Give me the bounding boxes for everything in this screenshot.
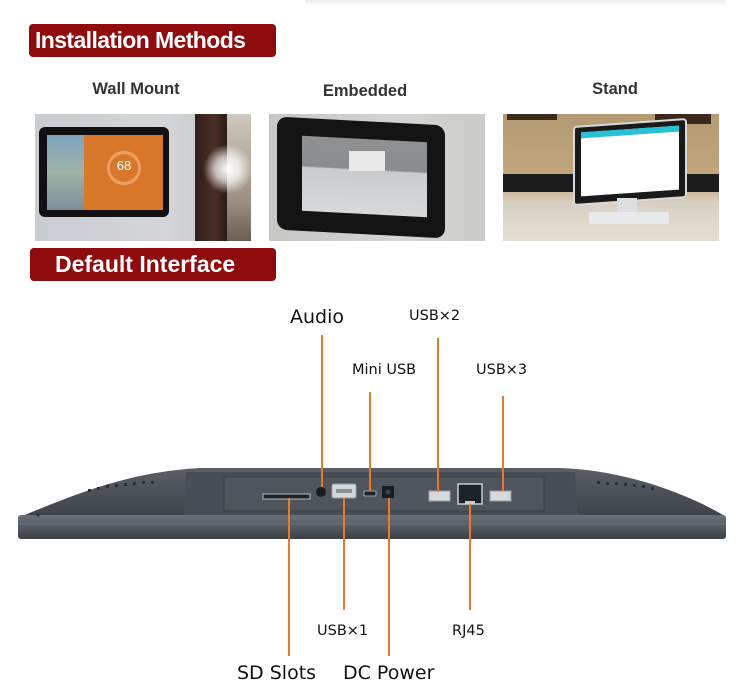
sd-slots-port-label: SD Slots (237, 662, 317, 684)
usb3-port-label: USB×3 (476, 362, 528, 378)
top-shadow-decoration (305, 0, 725, 6)
stand-label: Stand (592, 80, 638, 98)
stand-photo (503, 114, 719, 241)
dc-power-leader-line (388, 498, 390, 656)
light-glare (203, 144, 251, 194)
audio-port-label: Audio (290, 306, 345, 328)
embedded-label: Embedded (322, 82, 408, 100)
usb2-port-label: USB×2 (409, 308, 461, 324)
usb1-leader-line (343, 498, 345, 610)
usb1-port-label: USB×1 (317, 623, 369, 639)
usb3-leader-line (502, 396, 504, 491)
wall-frame (507, 114, 557, 120)
sd-slots-leader-line (288, 498, 290, 656)
wall-mount-photo: 68 (35, 114, 251, 241)
thermostat-value: 68 (116, 158, 132, 173)
rj45-leader-line (469, 504, 471, 610)
stand-neck (617, 198, 637, 214)
dc-power-port-label: DC Power (343, 662, 435, 684)
mini-usb-port-label: Mini USB (352, 362, 417, 378)
default-interface-banner: Default Interface (30, 248, 276, 281)
wall-mount-label: Wall Mount (92, 80, 180, 98)
audio-leader-line (321, 335, 323, 487)
usb2-leader-line (437, 338, 439, 492)
screen-dialog (349, 151, 385, 171)
panel-screen-camera-view (47, 135, 84, 210)
embedded-photo (269, 114, 485, 241)
rj45-port-label: RJ45 (452, 623, 485, 639)
mini-usb-leader-line (369, 392, 371, 491)
thermostat-ring-icon (107, 151, 141, 185)
installation-methods-banner: Installation Methods (29, 24, 276, 57)
stand-base (589, 212, 669, 224)
